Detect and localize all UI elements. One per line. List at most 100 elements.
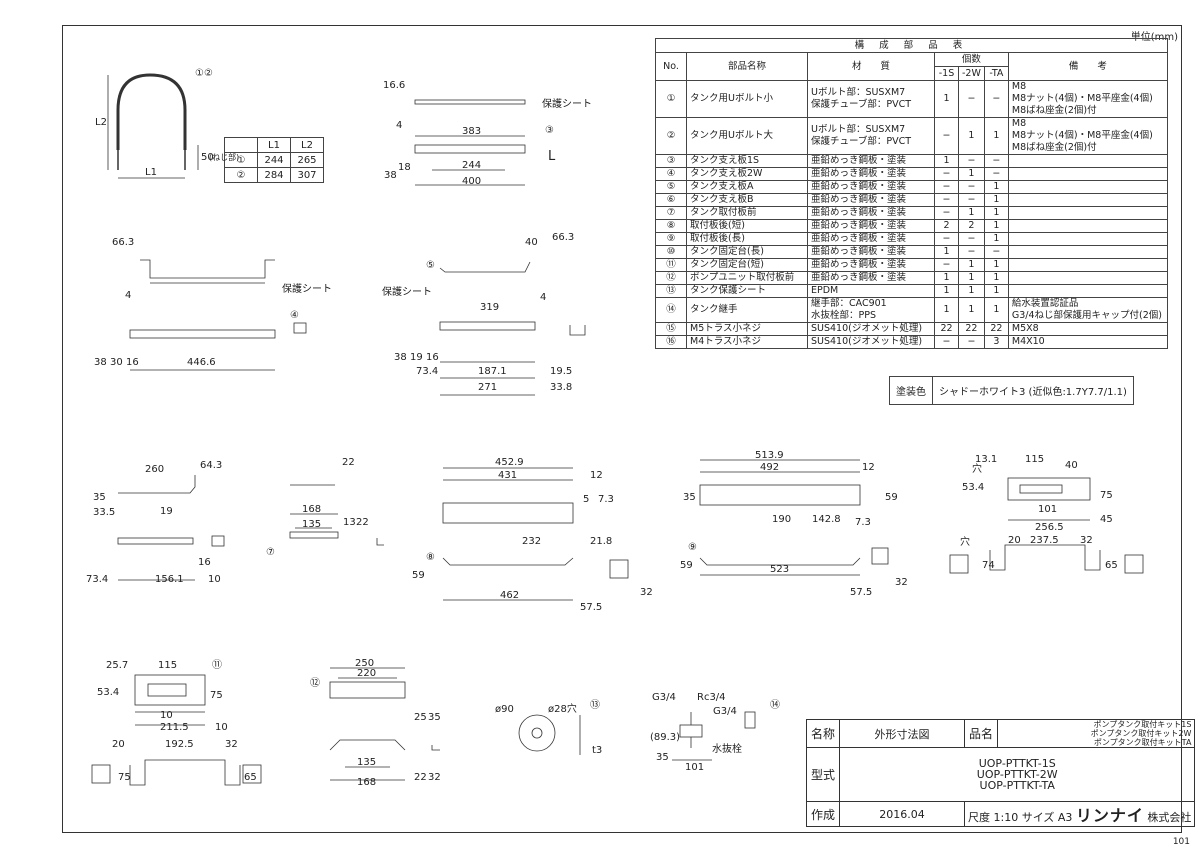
material-line: 亜鉛めっき鋼板・塗装 — [811, 233, 907, 244]
material-line: 亜鉛めっき鋼板・塗装 — [811, 194, 907, 205]
dim-p14-rc34: Rc3/4 — [697, 692, 726, 703]
dim-p11-10: 10 — [160, 710, 173, 721]
dim-p7-135: 135 — [302, 519, 321, 530]
dim-p10-237-5: 237.5 — [1030, 535, 1059, 546]
product-line: ポンプタンク取付キット1S — [1093, 720, 1192, 729]
material-line: 亜鉛めっき鋼板・塗装 — [811, 168, 907, 179]
remark-line: M8ばね座金(2個)付 — [1011, 142, 1097, 153]
part-no: ② — [655, 117, 687, 155]
dim-p10-75: 75 — [1100, 490, 1113, 501]
dim-p8-12: 12 — [590, 470, 603, 481]
dim-p5-38: 38 — [394, 352, 407, 363]
dim-p10-32: 32 — [1080, 535, 1093, 546]
dim-p4-38: 38 — [94, 357, 107, 368]
part-tag-7: ⑦ — [266, 547, 275, 558]
scale-label: 尺度 — [968, 811, 990, 824]
dim-p11-32: 32 — [225, 739, 238, 750]
dim-p3-38: 38 — [384, 170, 397, 181]
dim-p11-75: 75 — [210, 690, 223, 701]
part-8-drawing: 452.9 431 12 5 7.3 232 21.8 59 462 57.5 … — [412, 457, 653, 613]
qty-1s: 1 — [934, 284, 959, 298]
dim-p5-319: 319 — [480, 302, 499, 313]
qty-2w: − — [958, 80, 985, 118]
dim-p8-431: 431 — [498, 470, 517, 481]
qty-1s: 1 — [934, 80, 959, 118]
dim-p6-156-1: 156.1 — [155, 574, 184, 585]
dim-p6-16: 16 — [198, 557, 211, 568]
dim-p10-40: 40 — [1065, 460, 1078, 471]
dim-p13-t3: t3 — [592, 745, 602, 756]
dim-p10-74: 74 — [982, 560, 995, 571]
model-label: 型式 — [806, 747, 840, 802]
product-line: ポンプタンク取付キットTA — [1093, 738, 1192, 747]
remark-line: 給水装置認証品 — [1011, 298, 1079, 309]
part-tag-13: ⑬ — [590, 699, 600, 711]
model-code: UOP-PTTKT-TA — [979, 779, 1055, 792]
part-14-drawing: G3/4 Rc3/4 G3/4 (89.3) 35 101 水抜栓 ⑭ — [650, 692, 780, 773]
dim-p8-7-3: 7.3 — [598, 494, 614, 505]
material-line: 保護チューブ部：PVCT — [811, 99, 912, 110]
qty-1s: 1 — [934, 154, 959, 168]
dim-p14-35: 35 — [656, 752, 669, 763]
name-label: 名称 — [806, 719, 840, 748]
qty-ta: − — [983, 80, 1009, 118]
dim-p11-10b: 10 — [215, 722, 228, 733]
dim-p11-53-4: 53.4 — [97, 687, 119, 698]
part-4-drawing: 66.3 4 446.6 38 30 16 保護シート ④ — [94, 237, 332, 371]
dim-p6-10: 10 — [208, 574, 221, 585]
part-tag-11: ⑪ — [212, 659, 222, 671]
dim-p7-22: 22 — [342, 457, 355, 468]
part-tag-1-2: ①② — [195, 68, 213, 79]
qty-1s: − — [934, 206, 959, 220]
dim-p12-220: 220 — [357, 668, 376, 679]
material-line: 継手部：CAC901 — [811, 298, 887, 309]
dim-ubolt-thread: (ねじ部) — [209, 152, 239, 162]
dim-p8-452-9: 452.9 — [495, 457, 524, 468]
page-number: 101 — [1172, 837, 1190, 847]
dim-p12-25: 25 — [414, 712, 427, 723]
dim-p3-244: 244 — [462, 160, 481, 171]
dim-p3-16-6: 16.6 — [383, 80, 405, 91]
dim-p4-446-6: 446.6 — [187, 357, 216, 368]
part-tag-14: ⑭ — [770, 699, 780, 711]
part-tag-3: ③ — [545, 125, 554, 136]
dim-p5-16: 16 — [426, 352, 439, 363]
material-line: Uボルト部：SUSXM7 — [811, 87, 906, 98]
material-line: 亜鉛めっき鋼板・塗装 — [811, 181, 907, 192]
scale-value: 1:10 — [993, 811, 1019, 824]
paint-value: シャドーホワイト3 (近似色:1.7Y7.7/1.1) — [932, 376, 1134, 405]
dim-p11-211-5: 211.5 — [160, 722, 189, 733]
dim-p3-383: 383 — [462, 126, 481, 137]
dim-p7-22b: 22 — [356, 517, 369, 528]
material-line: 保護チューブ部：PVCT — [811, 136, 912, 147]
material-line: EPDM — [811, 285, 839, 296]
material-line: SUS410(ジオメット処理) — [811, 323, 923, 334]
dim-p9-142-8: 142.8 — [812, 514, 841, 525]
part-13-drawing: ø90 ø28穴 t3 ⑬ — [495, 699, 602, 756]
model-code: UOP-PTTKT-1S — [978, 757, 1056, 770]
remark-line: M8 — [1011, 118, 1027, 129]
part-9-drawing: 513.9 492 12 35 59 190 142.8 7.3 59 523 … — [680, 450, 908, 598]
part-11-drawing: 25.7 115 53.4 75 10 211.5 10 20 192.5 32… — [91, 659, 262, 786]
dim-p8-21-8: 21.8 — [590, 536, 612, 547]
part-tag-8: ⑧ — [426, 552, 435, 563]
dim-p10-13-1: 13.1 — [975, 454, 997, 465]
dim-p10-256-5: 256.5 — [1035, 522, 1064, 533]
product-names: ポンプタンク取付キット1S ポンプタンク取付キット2W ポンプタンク取付キットT… — [996, 719, 1196, 748]
dim-p4-66-3: 66.3 — [112, 237, 134, 248]
dim-p11-75b: 75 — [118, 772, 131, 783]
dim-p9-523: 523 — [770, 564, 789, 575]
dim-p12-135: 135 — [357, 757, 376, 768]
material-line: 亜鉛めっき鋼板・塗装 — [811, 220, 907, 231]
dim-p3-18: 18 — [398, 162, 411, 173]
scale-row: 尺度 1:10 サイズ A3 リンナイ 株式会社 — [963, 801, 1196, 827]
parts-table: 構 成 部 品 表 No. 部品名称 材 質 個数 備 考 -1S -2W -T… — [655, 38, 1168, 349]
dim-p12-32: 32 — [428, 772, 441, 783]
material-line: 亜鉛めっき鋼板・塗装 — [811, 207, 907, 218]
product-line: ポンプタンク取付キット2W — [1090, 729, 1192, 738]
